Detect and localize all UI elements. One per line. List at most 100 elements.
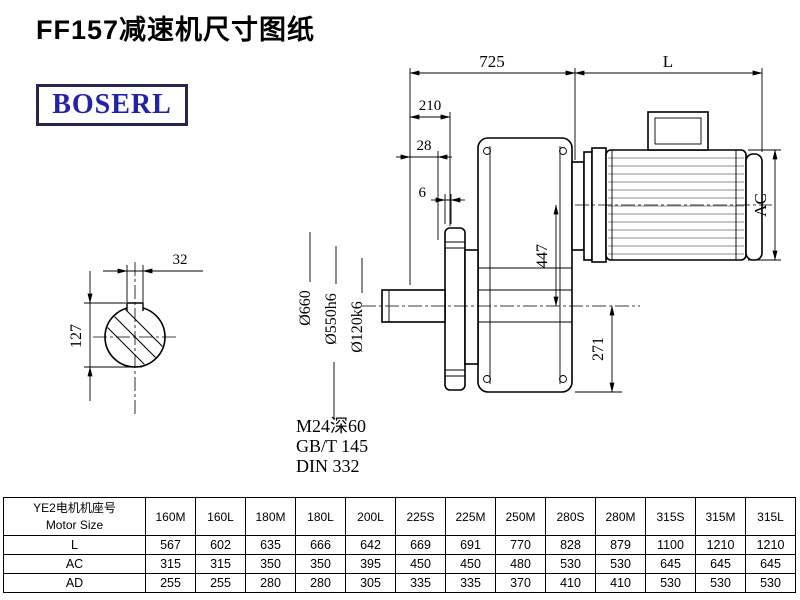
row-label: AD: [3, 573, 146, 593]
row-label: AC: [3, 554, 146, 574]
table-cell: 602: [195, 535, 246, 555]
dim-L: L: [663, 52, 673, 71]
table-cell: 1210: [745, 535, 796, 555]
table-cell: 480: [495, 554, 546, 574]
table-cell: 370: [495, 573, 546, 593]
adapter-flange: [571, 161, 585, 251]
dim-spigot-dia: Ø550h6: [323, 293, 340, 345]
dim-AC: AC: [751, 193, 770, 217]
table-cell: 280: [295, 573, 346, 593]
extension-lines-top: [409, 68, 763, 285]
corner-header-cn: YE2电机机座号: [33, 500, 116, 515]
table-cell: 350: [295, 554, 346, 574]
table-cell: 255: [145, 573, 196, 593]
section-centerlines: [93, 262, 177, 414]
motor-size-column-header: 200L: [345, 497, 396, 536]
motor-size-column-header: 160M: [145, 497, 196, 536]
table-cell: 280: [245, 573, 296, 593]
table-cell: 770: [495, 535, 546, 555]
motor-size-column-header: 250M: [495, 497, 546, 536]
brand-logo: BOSERL: [36, 84, 188, 126]
table-cell: 530: [545, 554, 596, 574]
table-cell: 645: [645, 554, 696, 574]
table-cell: 305: [345, 573, 396, 593]
dim-210: 210: [419, 98, 442, 114]
table-cell: 335: [395, 573, 446, 593]
center-hole-std-din: DIN 332: [296, 456, 360, 476]
gearbox-housing: [477, 137, 573, 393]
motor-cooling-fins: [608, 157, 744, 255]
table-corner-header: YE2电机机座号 Motor Size: [3, 497, 146, 536]
dim-725: 725: [479, 52, 505, 71]
table-cell: 645: [695, 554, 746, 574]
table-cell: 530: [745, 573, 796, 593]
table-cell: 669: [395, 535, 446, 555]
table-cell: 879: [595, 535, 646, 555]
table-cell: 410: [545, 573, 596, 593]
table-cell: 315: [145, 554, 196, 574]
dim-271: 271: [590, 337, 607, 361]
motor-size-column-header: 280M: [595, 497, 646, 536]
dim-28: 28: [417, 138, 432, 154]
table-cell: 1210: [695, 535, 746, 555]
table-cell: 530: [695, 573, 746, 593]
row-label: L: [3, 535, 146, 555]
flange-spigot: [464, 249, 479, 365]
table-cell: 1100: [645, 535, 696, 555]
dim-6: 6: [419, 185, 427, 201]
table-cell: 691: [445, 535, 496, 555]
motor-size-column-header: 225S: [395, 497, 446, 536]
table-cell: 645: [745, 554, 796, 574]
shaft-section-view: [104, 302, 166, 368]
center-hole-note: M24深60: [296, 416, 366, 436]
corner-header-en: Motor Size: [45, 517, 104, 532]
dim-32: 32: [173, 252, 188, 268]
table-cell: 666: [295, 535, 346, 555]
adapter-ring: [583, 151, 593, 261]
table-cell: 635: [245, 535, 296, 555]
table-cell: 642: [345, 535, 396, 555]
housing-bolt-icon: [559, 375, 567, 383]
dim-shaft-dia: Ø120k6: [349, 301, 366, 353]
page-title: FF157减速机尺寸图纸: [36, 15, 316, 45]
motor-size-column-header: 280S: [545, 497, 596, 536]
table-cell: 410: [595, 573, 646, 593]
dimensions: 725 L 210 28 6 447 271 AC Ø660 Ø550h6: [68, 52, 781, 476]
housing-bolt-icon: [483, 375, 491, 383]
motor-size-column-header: 160L: [195, 497, 246, 536]
housing-bolt-icon: [483, 147, 491, 155]
brand-logo-text: BOSERL: [52, 89, 172, 120]
center-hole-std-gb: GB/T 145: [296, 436, 368, 456]
table-cell: 350: [245, 554, 296, 574]
motor-size-column-header: 315M: [695, 497, 746, 536]
dimension-drawing: 725 L 210 28 6 447 271 AC Ø660 Ø550h6: [68, 52, 781, 476]
motor-size-column-header: 315L: [745, 497, 796, 536]
table-cell: 450: [395, 554, 446, 574]
flange-bolt-holes: [445, 241, 465, 377]
motor-size-column-header: 180M: [245, 497, 296, 536]
table-cell: 530: [645, 573, 696, 593]
table-cell: 567: [145, 535, 196, 555]
diameter-leader-lines: [309, 232, 363, 293]
mounting-flange: [444, 227, 466, 391]
table-cell: 450: [445, 554, 496, 574]
axis-centerlines: [362, 204, 772, 307]
housing-bolt-icon: [559, 147, 567, 155]
table-cell: 335: [445, 573, 496, 593]
motor-size-column-header: 315S: [645, 497, 696, 536]
table-cell: 315: [195, 554, 246, 574]
table-cell: 395: [345, 554, 396, 574]
dim-127: 127: [68, 324, 85, 348]
dim-447: 447: [534, 244, 551, 268]
extension-line-28: [410, 151, 439, 240]
gear-unit-main-view: [381, 111, 763, 393]
dim-flange-od: Ø660: [297, 290, 314, 326]
table-cell: 255: [195, 573, 246, 593]
table-cell: 530: [595, 554, 646, 574]
housing-detail-lines: [478, 146, 572, 384]
